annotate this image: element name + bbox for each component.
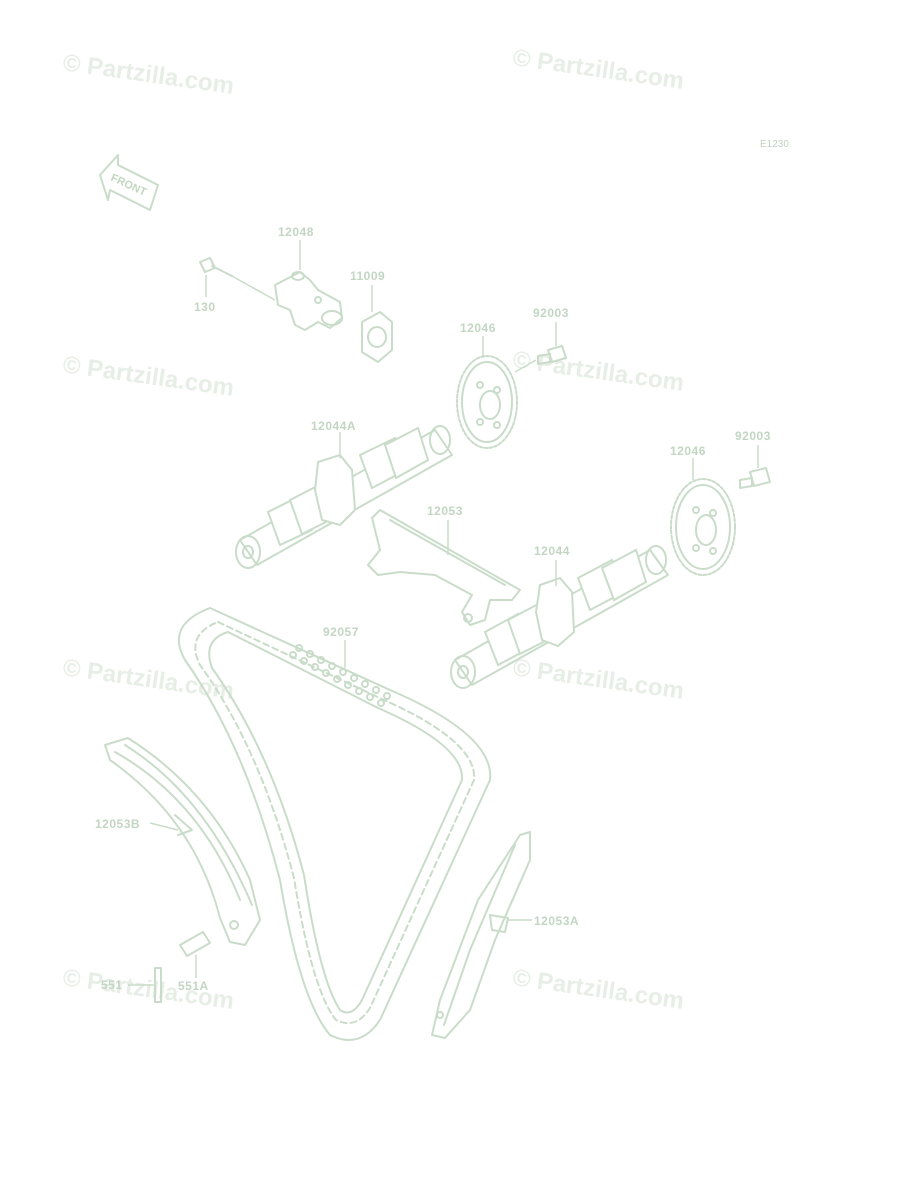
diagram-code: E1230 bbox=[760, 139, 789, 150]
label-12053A: 12053A bbox=[534, 914, 579, 928]
pin-551 bbox=[128, 967, 162, 1003]
label-551: 551 bbox=[101, 978, 123, 992]
sprocket-12046-upper bbox=[456, 336, 518, 449]
chain-92057 bbox=[177, 607, 492, 1041]
camshaft-12044A bbox=[235, 425, 453, 569]
label-12053: 12053 bbox=[427, 504, 463, 518]
bolt-130 bbox=[199, 257, 276, 301]
label-12048: 12048 bbox=[278, 225, 314, 239]
camshaft-12044 bbox=[450, 545, 669, 689]
guide-12053B bbox=[104, 737, 261, 946]
bolt-92003-upper bbox=[514, 322, 567, 373]
watermark: © Partzilla.com bbox=[61, 49, 235, 100]
label-11009: 11009 bbox=[350, 269, 385, 283]
watermarks: © Partzilla.com © Partzilla.com © Partzi… bbox=[61, 44, 685, 1015]
front-arrow-icon: FRONT bbox=[99, 154, 159, 211]
bolt-92003-lower bbox=[739, 445, 771, 489]
tensioner-12048 bbox=[274, 240, 343, 331]
watermark: © Partzilla.com bbox=[511, 44, 685, 95]
label-12046-upper: 12046 bbox=[460, 321, 496, 335]
label-92003-lower: 92003 bbox=[735, 429, 771, 443]
watermark: © Partzilla.com bbox=[61, 351, 235, 402]
pin-551A bbox=[179, 931, 211, 978]
label-12046-lower: 12046 bbox=[670, 444, 706, 458]
watermark: © Partzilla.com bbox=[511, 964, 685, 1015]
watermark: © Partzilla.com bbox=[511, 654, 685, 705]
sprocket-12046-lower bbox=[670, 458, 736, 576]
guide-12053A bbox=[431, 831, 532, 1039]
label-551A: 551A bbox=[178, 979, 209, 993]
chain-links bbox=[289, 644, 391, 707]
label-92057: 92057 bbox=[323, 625, 359, 639]
label-12044: 12044 bbox=[534, 544, 570, 558]
watermark: © Partzilla.com bbox=[61, 964, 235, 1015]
label-12053B: 12053B bbox=[95, 817, 140, 831]
label-12044A: 12044A bbox=[311, 419, 356, 433]
front-label: FRONT bbox=[109, 172, 149, 199]
label-92003-upper: 92003 bbox=[533, 306, 569, 320]
watermark: © Partzilla.com bbox=[511, 346, 685, 397]
label-130: 130 bbox=[194, 300, 216, 314]
guide-12053 bbox=[367, 509, 521, 626]
gasket-11009 bbox=[361, 285, 393, 363]
